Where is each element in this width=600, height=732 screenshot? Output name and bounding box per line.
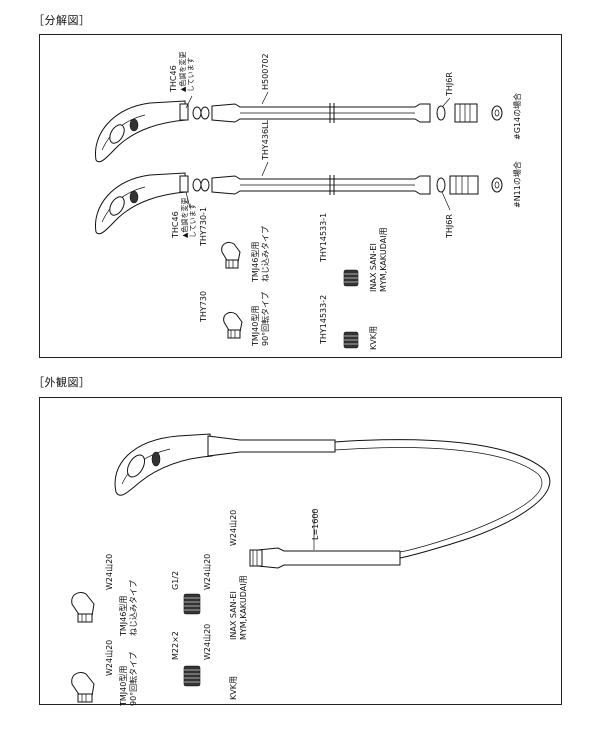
inax-desc1-label: INAX SAN-EI: [229, 591, 238, 640]
g14-case-label: #G14の場合: [512, 93, 522, 140]
n11-case-label: #N11の場合: [512, 161, 522, 208]
adapter1-code-label: THY730-1: [199, 207, 208, 247]
assembled-shower-head: [114, 433, 336, 496]
head1-note2-label: しています: [187, 57, 195, 92]
m22-w-label: W24山20: [202, 624, 212, 660]
adapter2-code-label: THY730: [199, 291, 208, 323]
length-label: L=1600: [311, 508, 320, 540]
leader-lines: [185, 91, 451, 211]
shower-head-2: [95, 172, 189, 235]
external-view-frame: [39, 397, 562, 705]
nut1-code-label: THY14533-1: [319, 213, 328, 263]
adapter1-desc1-label: TMJ46型用: [251, 242, 260, 283]
kvk-label: KVK用: [229, 676, 238, 700]
hose-2: [192, 175, 503, 195]
head1-code-label: THC46: [169, 65, 178, 93]
shower-head-1: [95, 100, 189, 163]
m22-thread-label: M22×2: [171, 631, 180, 660]
adapter2-style-label: 90°回転タイプ: [129, 652, 138, 706]
nut2-code-label: THY14533-2: [319, 295, 328, 345]
external-adapter-2: [71, 671, 95, 703]
nut-thy14533-2: [343, 331, 359, 349]
exploded-view-title: ［分解図］: [33, 14, 91, 27]
adapter2-thread-label: W24山20: [104, 640, 114, 676]
adapter1-type-label: TMJ46型用: [119, 596, 128, 637]
hose2-code-label: THY436LL: [261, 119, 270, 161]
g12-w-label: W24山20: [202, 554, 212, 590]
external-adapter-1: [71, 591, 95, 623]
head2-note2-label: しています: [189, 203, 197, 238]
external-nut-m22: [183, 665, 201, 687]
ring-right1-label: THJ6R: [445, 72, 454, 97]
hose-1: [192, 103, 503, 123]
exploded-view-frame: [39, 34, 562, 358]
adapter2-desc1-label: TMJ40型用: [251, 306, 260, 347]
adapter-thy730: [223, 311, 243, 339]
ring-right2-label: THJ6R: [445, 214, 454, 239]
external-nut-g12: [183, 593, 201, 615]
assembled-hose-end: [249, 547, 401, 569]
nut1-desc2-label: MYM,KAKUDAI用: [379, 227, 388, 292]
adapter-thy730-1: [221, 241, 241, 269]
adapter2-type-label: TMJ40型用: [119, 666, 128, 707]
nut1-desc1-label: INAX SAN-EI: [369, 243, 378, 292]
head2-note1-label: ▲色調を変更: [180, 198, 189, 238]
external-view-title: ［外観図］: [33, 376, 91, 389]
adapter2-desc2-label: 90°回転タイプ: [261, 292, 270, 346]
head1-note1-label: ▲色調を変更: [178, 52, 187, 92]
hose-loop: [334, 439, 551, 559]
nut-thy14533-1: [343, 269, 359, 287]
g12-thread-label: G1/2: [171, 571, 180, 590]
nut2-desc-label: KVK用: [369, 326, 378, 350]
main-thread-label: W24山20: [228, 510, 238, 546]
adapter1-thread-label: W24山20: [104, 554, 114, 590]
inax-desc2-label: MYM,KAKUDAI用: [239, 575, 248, 640]
hose1-code-label: H500702: [261, 53, 270, 90]
head2-code-label: THC46: [171, 211, 180, 239]
adapter1-desc2-label: ねじ込みタイプ: [261, 226, 270, 282]
adapter1-style-label: ねじ込みタイプ: [129, 580, 138, 636]
